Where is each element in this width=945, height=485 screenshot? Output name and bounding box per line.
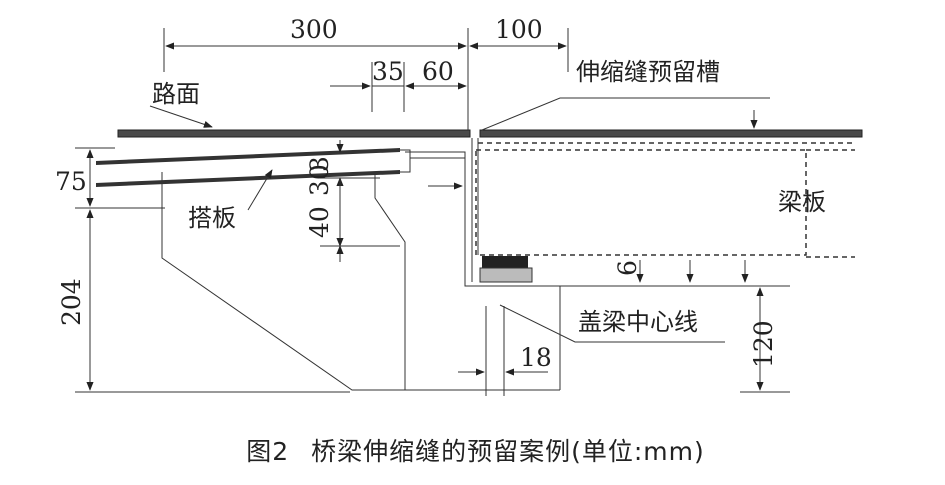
figure-number: 图2 — [246, 437, 290, 466]
dim-300-label: 300 — [290, 15, 338, 44]
dim-30-label: 30 — [305, 164, 334, 196]
label-beam-slab: 梁板 — [778, 188, 826, 216]
approach-slab-top-bar — [96, 148, 400, 165]
leader-cap-beam-centerline — [499, 304, 725, 343]
dim-204-label: 204 — [57, 278, 86, 326]
dim-100-label: 100 — [495, 15, 543, 44]
approach-slab-bottom-bar — [96, 170, 400, 187]
dim-120-label: 120 — [749, 320, 778, 368]
dim-6-label: 6 — [613, 260, 642, 276]
dim-60-label: 60 — [422, 57, 454, 86]
dim-75-label: 75 — [55, 167, 87, 196]
label-road-surface: 路面 — [152, 80, 200, 108]
beam-slab-outline — [475, 149, 807, 256]
label-cap-beam-centerline: 盖梁中心线 — [578, 308, 698, 336]
bearing-plate — [479, 267, 533, 283]
leader-expansion-slot — [481, 97, 770, 131]
backwall-outline — [405, 151, 561, 390]
bearing-pad — [482, 256, 528, 268]
bridge-expansion-joint-diagram: 300 100 35 60 75 30 3 40 204 6 120 18 路面… — [55, 15, 863, 396]
leader-road-surface — [149, 105, 213, 128]
dim-35-label: 35 — [372, 57, 404, 86]
figure-title: 桥梁伸缩缝的预留案例(单位:mm) — [311, 437, 705, 466]
label-approach-slab: 搭板 — [188, 204, 236, 232]
dim-18-label: 18 — [520, 343, 552, 372]
figure-caption: 图2 桥梁伸缩缝的预留案例(单位:mm) — [0, 432, 945, 468]
leader-approach-slab — [247, 169, 273, 211]
dim-40-label: 40 — [305, 206, 334, 238]
road-surface-right — [479, 129, 863, 138]
label-expansion-slot: 伸缩缝预留槽 — [576, 58, 720, 86]
dim-3-label: 3 — [305, 156, 334, 172]
approach-slab-seat — [400, 149, 411, 173]
road-surface-left — [117, 129, 471, 138]
